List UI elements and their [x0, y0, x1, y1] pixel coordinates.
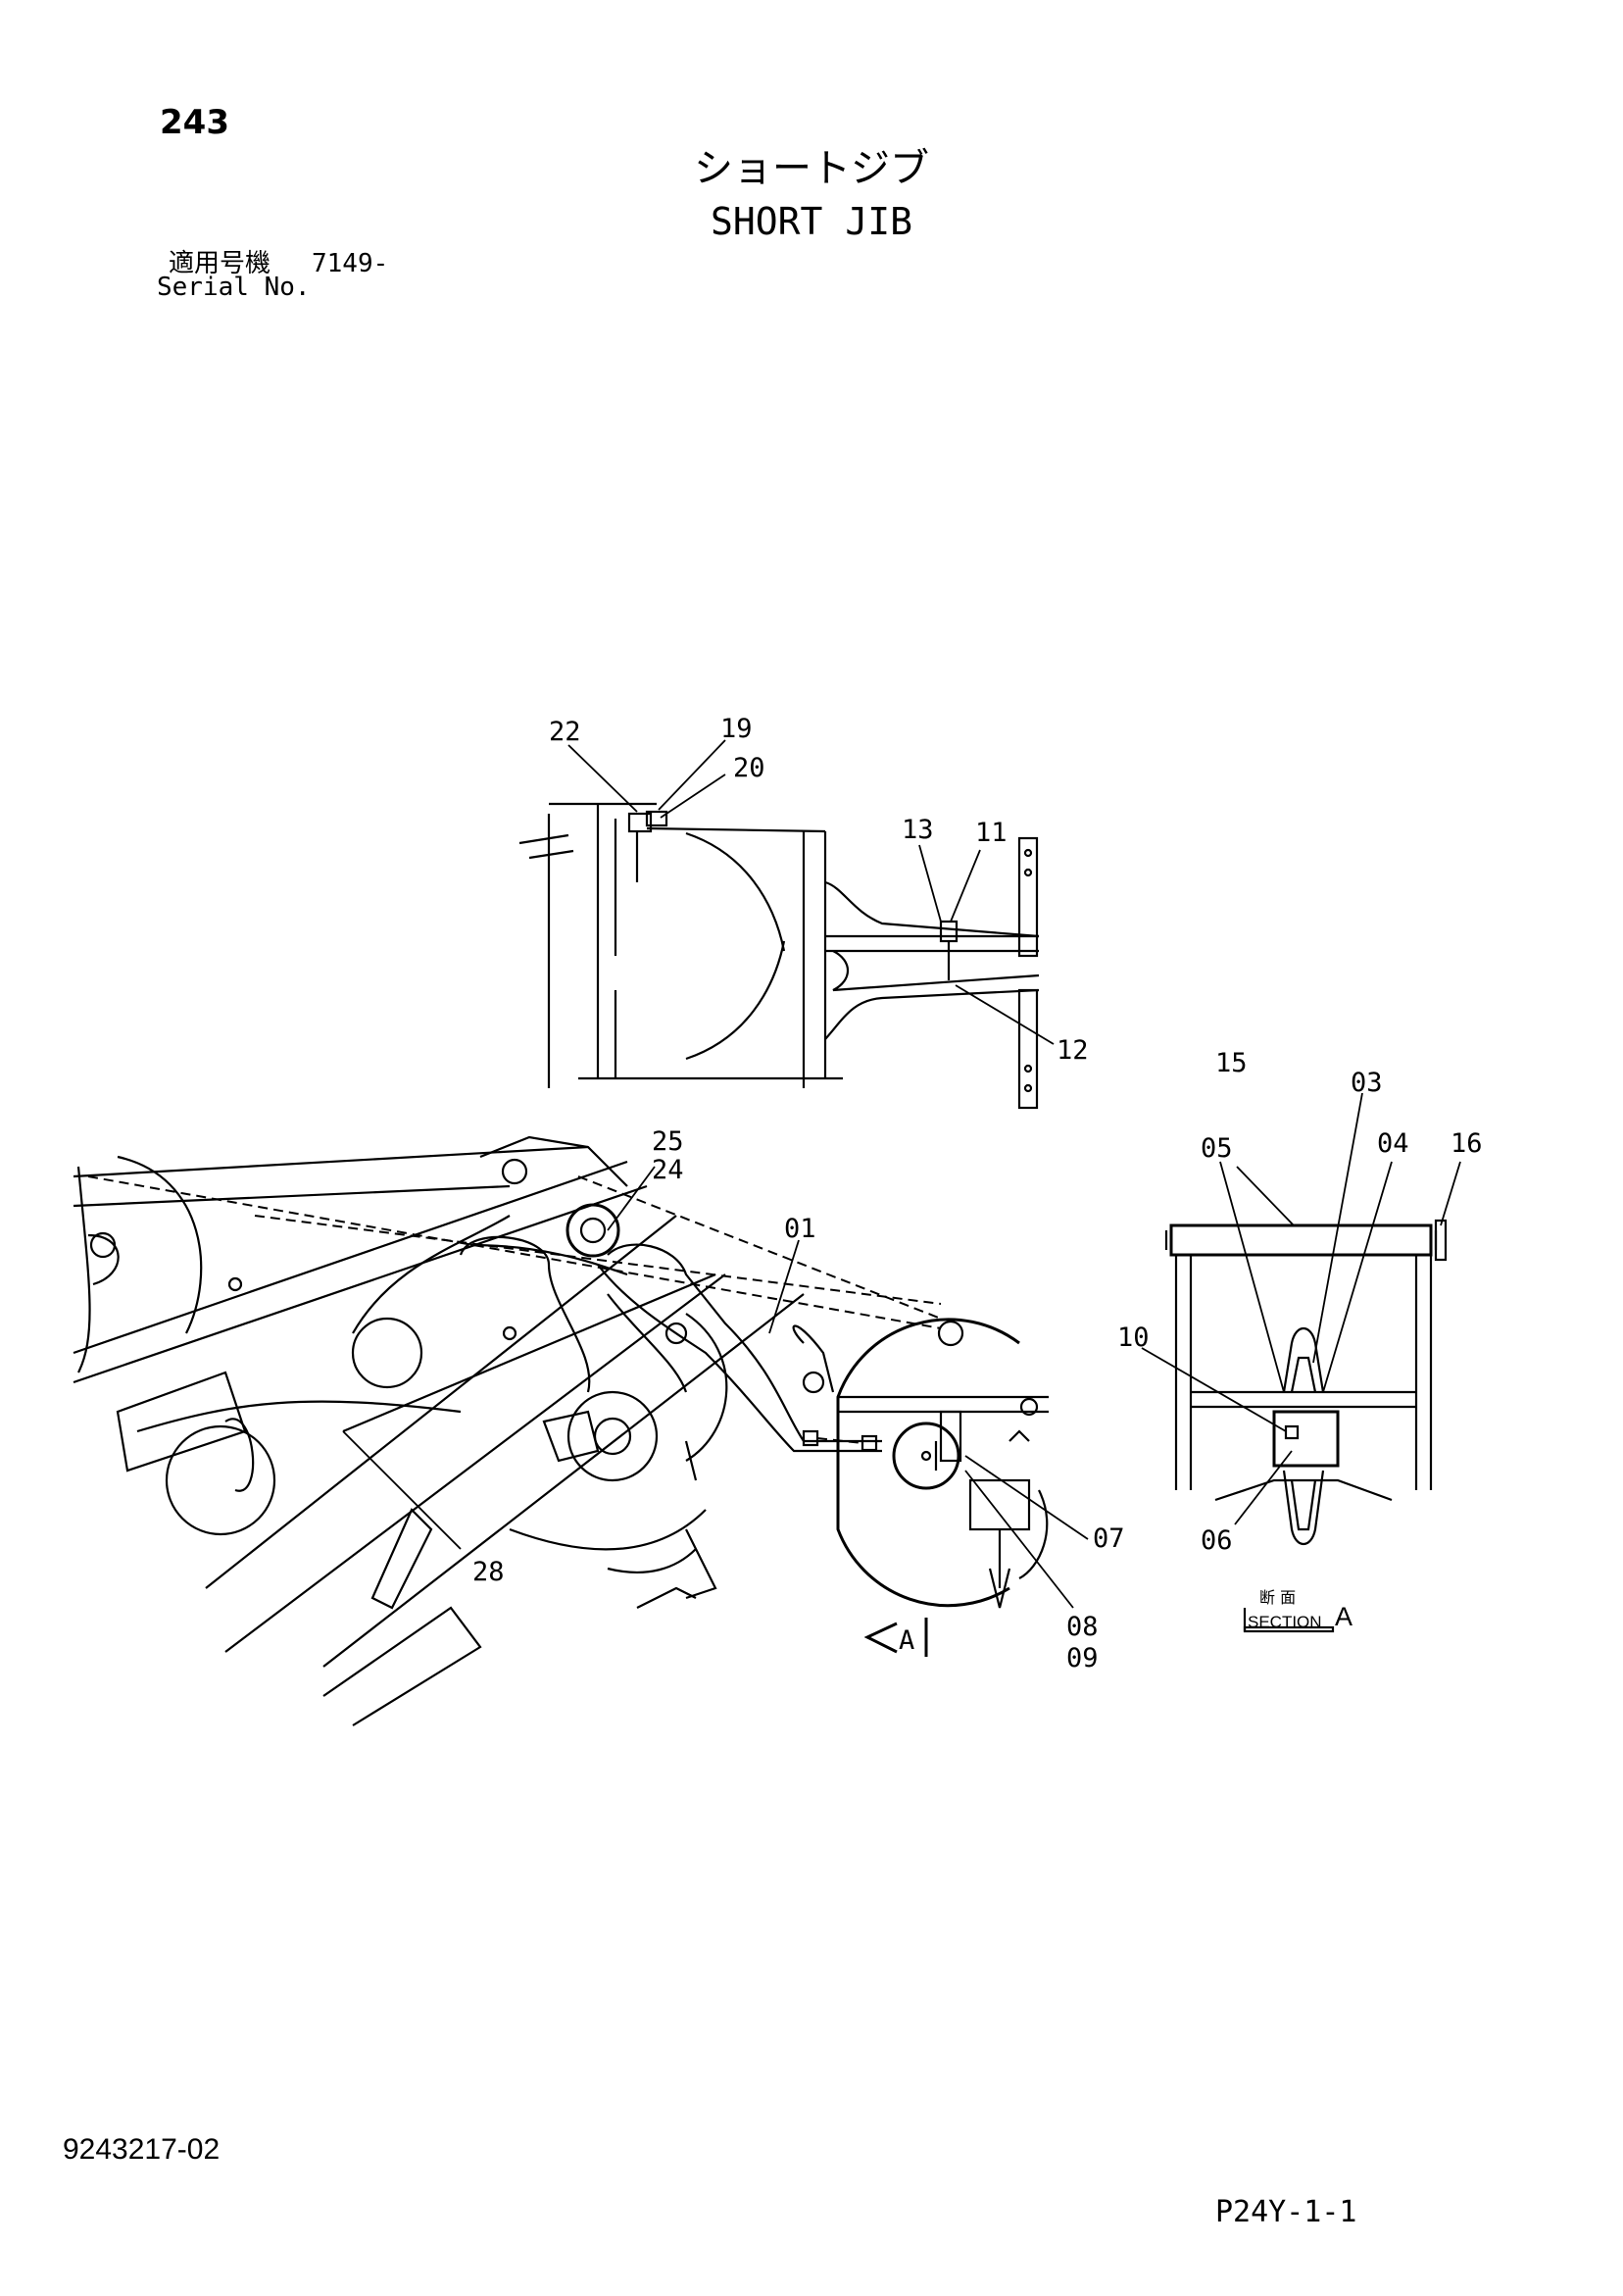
- callout-12: 12: [1057, 1035, 1089, 1066]
- callout-05: 05: [1201, 1133, 1233, 1164]
- callout-19: 19: [720, 714, 753, 744]
- callout-07: 07: [1093, 1523, 1125, 1554]
- side-view-drawing: [73, 1135, 1049, 1726]
- top-view-drawing: [518, 802, 1040, 1110]
- callout-24: 24: [652, 1155, 684, 1185]
- callout-25: 25: [652, 1126, 684, 1157]
- view-arrow-a: [863, 1618, 928, 1657]
- callout-08: 08: [1066, 1612, 1099, 1642]
- page-number: 243: [160, 103, 229, 142]
- callout-11: 11: [975, 818, 1008, 848]
- section-label-english: SECTION: [1248, 1613, 1322, 1631]
- callout-10: 10: [1117, 1323, 1150, 1353]
- callout-09: 09: [1066, 1643, 1099, 1673]
- section-label-japanese: 断 面: [1259, 1588, 1296, 1607]
- page-code: P24Y-1-1: [1215, 2195, 1357, 2229]
- page-title-english: SHORT JIB: [711, 200, 912, 243]
- serial-value: 7149-: [312, 249, 389, 278]
- callout-labels: 22 19 20 13 11 12 25 24 01 07 08 09 28 1…: [472, 714, 1483, 1673]
- callout-22: 22: [549, 717, 581, 747]
- callout-03: 03: [1351, 1068, 1383, 1098]
- callout-13: 13: [902, 815, 934, 845]
- serial-label-english: Serial No.: [157, 273, 311, 302]
- leader-lines: [342, 739, 1461, 1609]
- serial-label-japanese: 適用号機: [169, 249, 271, 278]
- section-label-letter: A: [1335, 1602, 1352, 1631]
- view-arrow-letter: A: [899, 1625, 914, 1656]
- page-title-japanese: ショートジブ: [694, 146, 929, 191]
- callout-28: 28: [472, 1557, 505, 1587]
- section-a-drawing: [1164, 1219, 1448, 1633]
- callout-06: 06: [1201, 1525, 1233, 1556]
- document-number: 9243217-02: [63, 2133, 221, 2166]
- callout-01: 01: [784, 1214, 816, 1244]
- callout-04: 04: [1377, 1128, 1409, 1159]
- callout-15: 15: [1215, 1048, 1248, 1078]
- callout-20: 20: [733, 753, 765, 783]
- callout-16: 16: [1451, 1128, 1483, 1159]
